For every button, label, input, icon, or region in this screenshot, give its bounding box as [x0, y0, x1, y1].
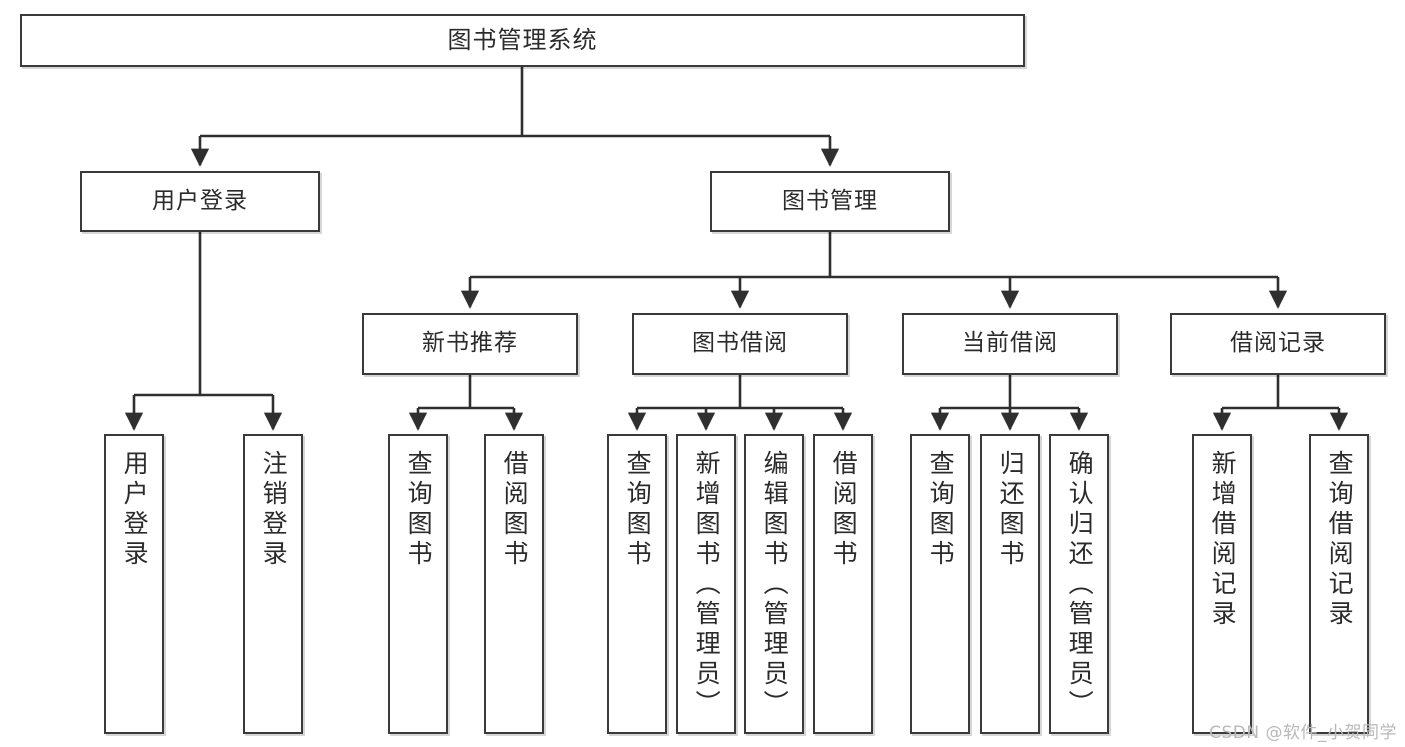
node-label: 新增借阅记录 [1208, 450, 1238, 630]
leaf-user-login-login[interactable]: 用户登录 [104, 434, 164, 734]
node-label: 查询图书 [623, 450, 653, 570]
node-label: 确认归还（管理员） [1065, 450, 1095, 720]
node-label: 新书推荐 [422, 330, 518, 357]
node-borrow-record[interactable]: 借阅记录 [1170, 313, 1386, 375]
csdn-watermark: CSDN @软件_小贺同学 [1209, 723, 1397, 743]
leaf-book-borrow-borrow[interactable]: 借阅图书 [813, 434, 873, 734]
node-label: 用户登录 [120, 450, 150, 570]
node-root-system[interactable]: 图书管理系统 [20, 14, 1025, 67]
leaf-current-borrow-confirm[interactable]: 确认归还（管理员） [1049, 434, 1109, 734]
node-label: 注销登录 [259, 450, 289, 570]
leaf-new-book-query[interactable]: 查询图书 [388, 434, 448, 734]
leaf-book-borrow-edit[interactable]: 编辑图书（管理员） [744, 434, 804, 734]
node-label: 新增图书（管理员） [692, 450, 722, 720]
node-label: 图书管理系统 [447, 26, 598, 55]
node-label: 查询借阅记录 [1325, 450, 1355, 630]
node-label: 图书借阅 [692, 330, 788, 357]
leaf-book-borrow-query[interactable]: 查询图书 [607, 434, 667, 734]
node-label: 用户登录 [152, 187, 248, 214]
node-label: 图书管理 [782, 187, 878, 214]
leaf-current-borrow-return[interactable]: 归还图书 [980, 434, 1040, 734]
node-book-management[interactable]: 图书管理 [710, 171, 950, 232]
node-label: 当前借阅 [962, 330, 1058, 357]
leaf-current-borrow-query[interactable]: 查询图书 [910, 434, 970, 734]
node-label: 借阅图书 [829, 450, 859, 570]
leaf-book-borrow-add[interactable]: 新增图书（管理员） [676, 434, 736, 734]
leaf-borrow-record-query[interactable]: 查询借阅记录 [1309, 434, 1369, 734]
node-label: 编辑图书（管理员） [760, 450, 790, 720]
node-current-borrow[interactable]: 当前借阅 [902, 313, 1118, 375]
leaf-user-login-logout[interactable]: 注销登录 [243, 434, 303, 734]
node-new-book-recommend[interactable]: 新书推荐 [362, 313, 578, 375]
leaf-new-book-borrow[interactable]: 借阅图书 [484, 434, 544, 734]
node-label: 归还图书 [996, 450, 1026, 570]
node-book-borrow[interactable]: 图书借阅 [632, 313, 848, 375]
node-label: 查询图书 [926, 450, 956, 570]
node-label: 借阅图书 [500, 450, 530, 570]
node-label: 查询图书 [404, 450, 434, 570]
leaf-borrow-record-add[interactable]: 新增借阅记录 [1192, 434, 1252, 734]
node-label: 借阅记录 [1230, 330, 1326, 357]
node-user-login[interactable]: 用户登录 [80, 171, 320, 232]
